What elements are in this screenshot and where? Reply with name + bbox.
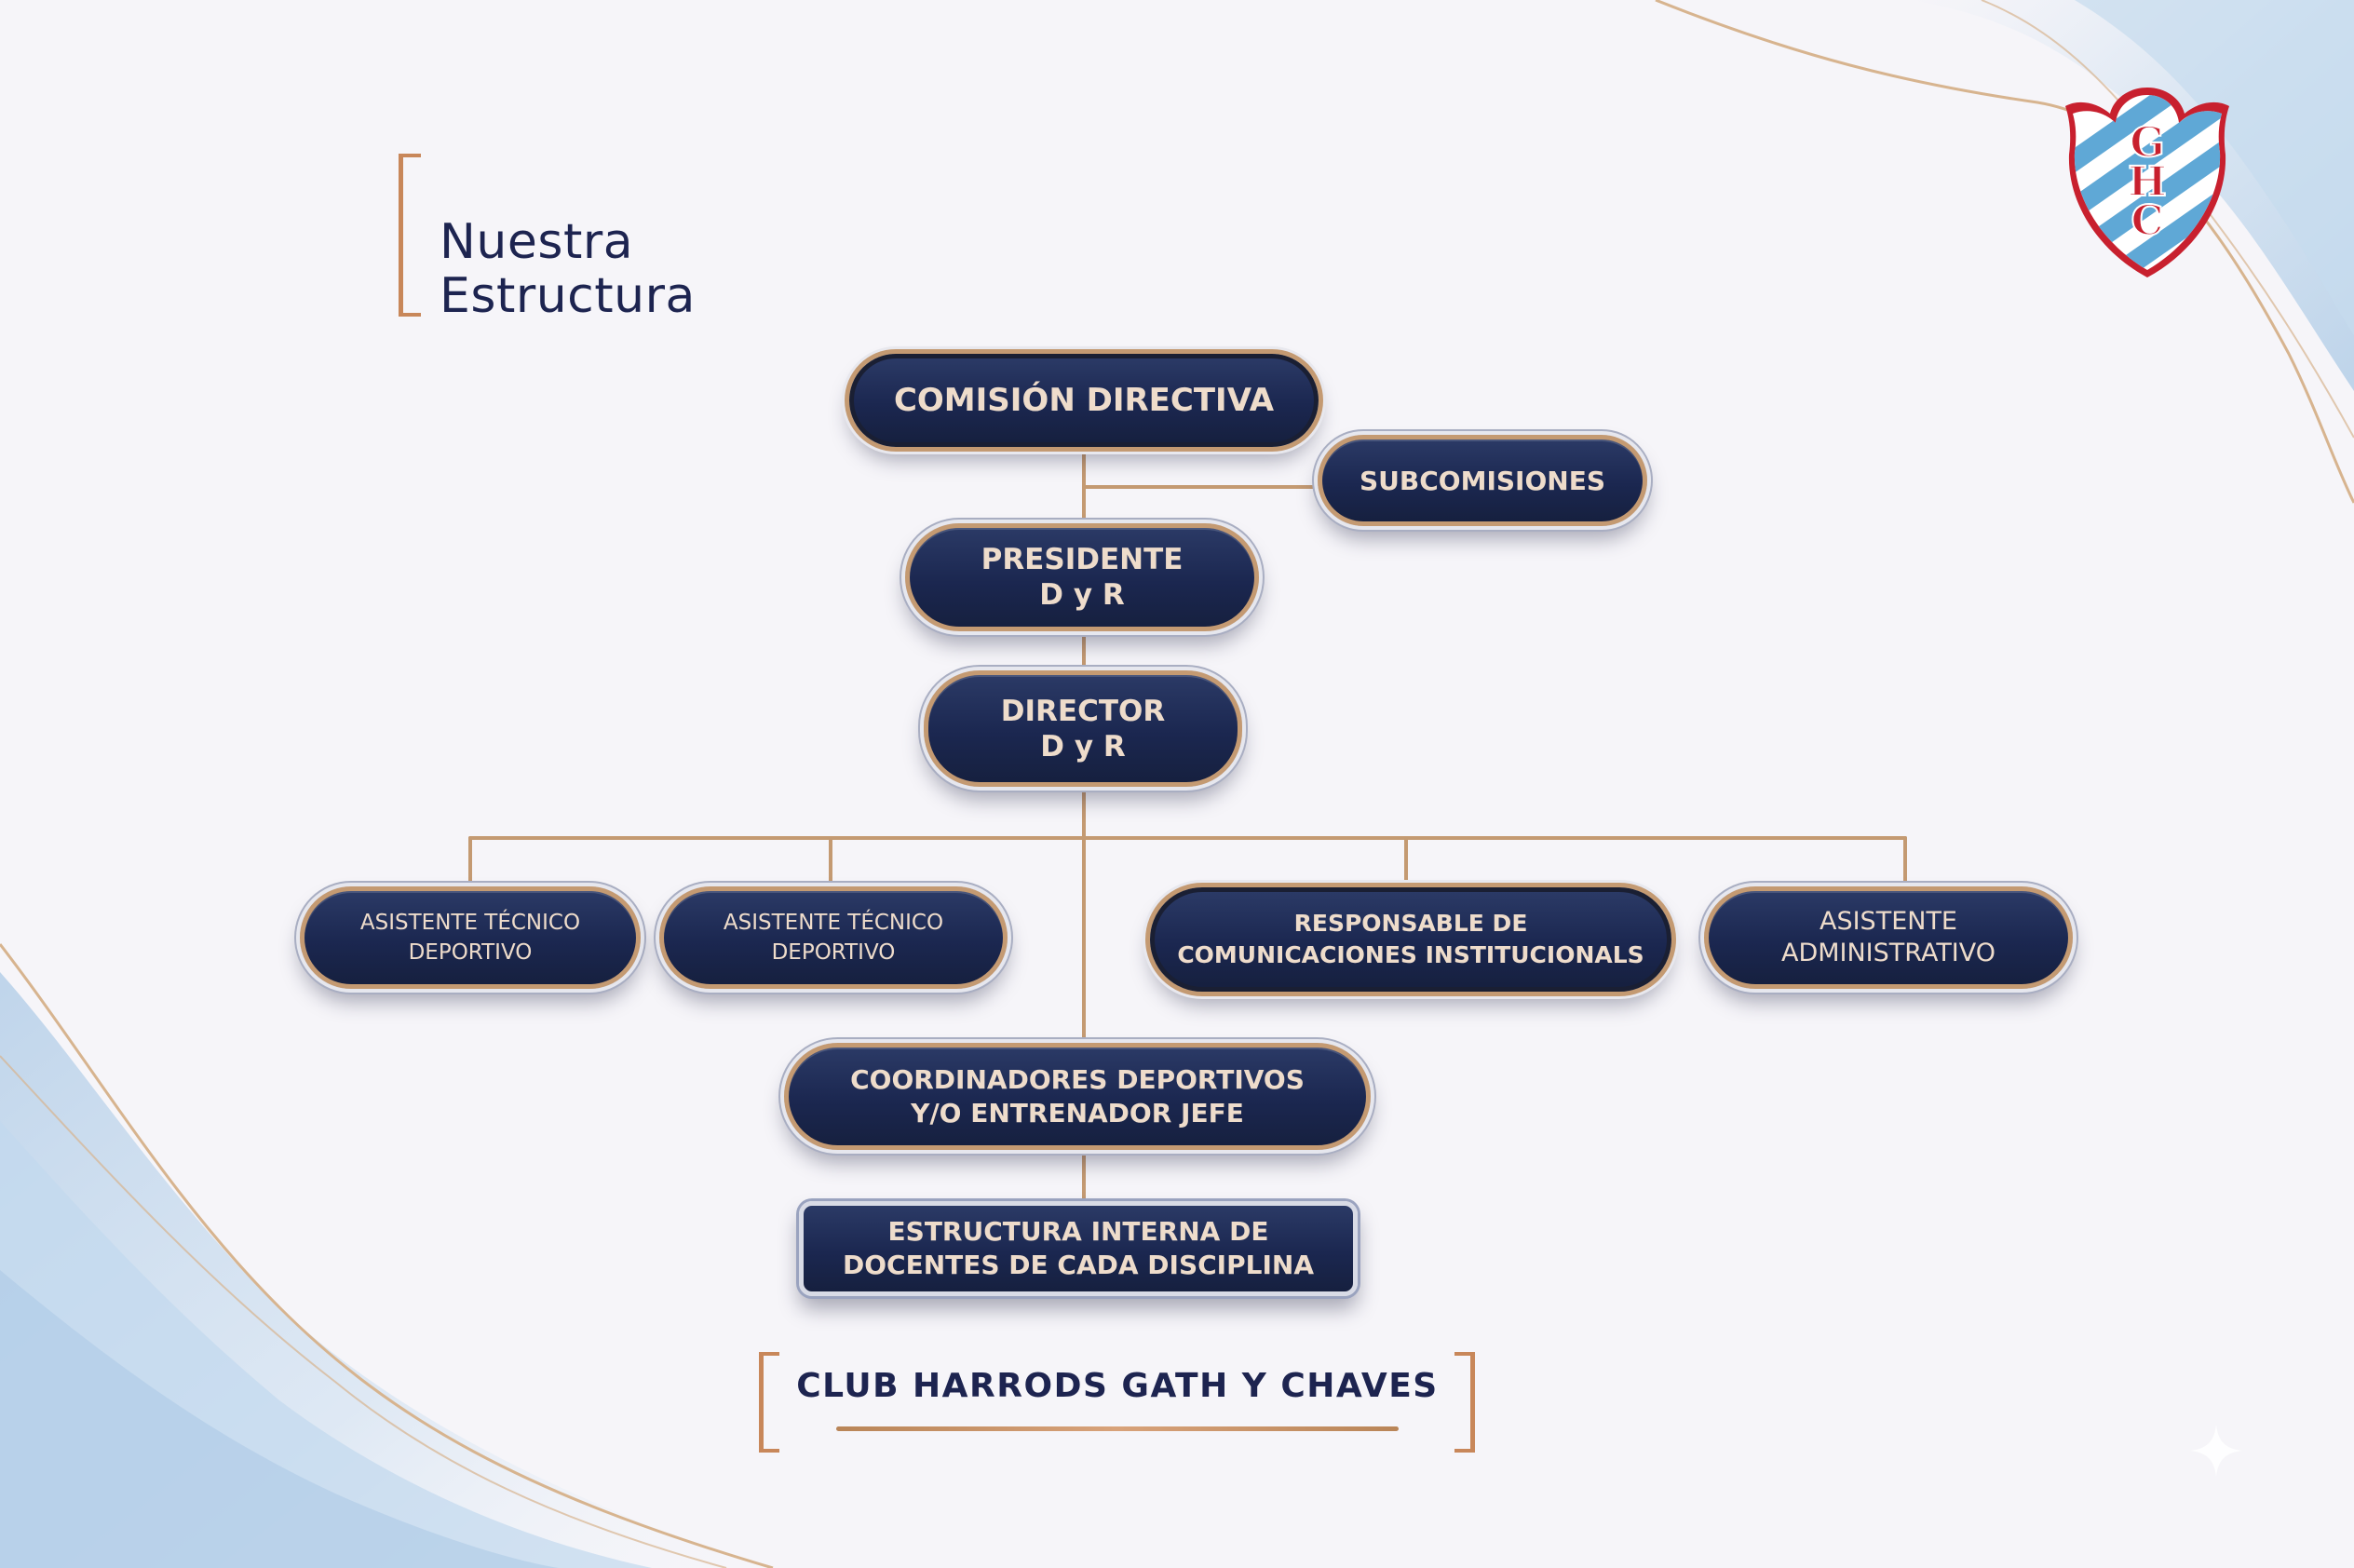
- svg-text:C: C: [2131, 197, 2163, 245]
- page-title-line-2: Estructura: [440, 267, 696, 324]
- page-title-line-1: Nuestra: [440, 213, 634, 270]
- svg-text:G: G: [2130, 119, 2165, 167]
- node-estructura-interna: ESTRUCTURA INTERNA DE DOCENTES DE CADA D…: [799, 1201, 1358, 1296]
- node-coordinadores-line-1: COORDINADORES DEPORTIVOS: [850, 1063, 1305, 1095]
- node-asistente-tecnico-2: ASISTENTE TÉCNICO DEPORTIVO: [659, 886, 1008, 989]
- node-coordinadores-line-2: Y/O ENTRENADOR JEFE: [911, 1097, 1244, 1129]
- node-asistente-tecnico-2-line-2: DEPORTIVO: [771, 940, 896, 965]
- node-asistente-tecnico-1: ASISTENTE TÉCNICO DEPORTIVO: [300, 886, 641, 989]
- node-responsable-line-1: RESPONSABLE DE: [1293, 910, 1528, 937]
- node-subcomisiones-label: SUBCOMISIONES: [1360, 465, 1605, 496]
- node-coordinadores-deportivos: COORDINADORES DEPORTIVOS Y/O ENTRENADOR …: [784, 1043, 1371, 1150]
- footer-bracket-right: [1454, 1352, 1475, 1453]
- node-subcomisiones: SUBCOMISIONES: [1318, 435, 1647, 526]
- node-asistente-administrativo: ASISTENTE ADMINISTRATIVO: [1704, 886, 2073, 989]
- node-director: DIRECTOR D y R: [924, 670, 1242, 787]
- node-asistente-tecnico-1-line-2: DEPORTIVO: [408, 940, 533, 965]
- node-director-subtitle: D y R: [1040, 729, 1126, 764]
- node-estructura-line-1: ESTRUCTURA INTERNA DE: [887, 1216, 1269, 1247]
- sparkle-icon: [2190, 1425, 2242, 1477]
- footer-bracket-left: [759, 1352, 779, 1453]
- page-title: Nuestra Estructura: [440, 215, 831, 323]
- node-comision-directiva: COMISIÓN DIRECTIVA: [849, 354, 1319, 447]
- node-director-title: DIRECTOR: [1000, 694, 1166, 728]
- svg-text:H: H: [2128, 158, 2167, 206]
- node-estructura-line-2: DOCENTES DE CADA DISCIPLINA: [843, 1250, 1314, 1280]
- node-asistente-admin-line-1: ASISTENTE: [1819, 907, 1957, 936]
- node-asistente-tecnico-1-line-1: ASISTENTE TÉCNICO: [359, 911, 581, 935]
- node-presidente: PRESIDENTE D y R: [905, 523, 1259, 631]
- node-asistente-tecnico-2-line-1: ASISTENTE TÉCNICO: [723, 911, 944, 935]
- footer-club-name: CLUB HARRODS GATH Y CHAVES: [796, 1367, 1439, 1405]
- node-asistente-admin-line-2: ADMINISTRATIVO: [1780, 939, 1996, 967]
- club-crest-logo: G H C: [2065, 88, 2229, 277]
- node-presidente-subtitle: D y R: [1039, 578, 1125, 612]
- node-responsable-comunicaciones: RESPONSABLE DE COMUNICACIONES INSTITUCIO…: [1150, 887, 1671, 992]
- node-comision-label: COMISIÓN DIRECTIVA: [893, 382, 1275, 419]
- footer-underline: [836, 1426, 1399, 1431]
- node-responsable-line-2: COMUNICACIONES INSTITUCIONALS: [1177, 941, 1644, 968]
- title-bracket: [399, 154, 421, 317]
- node-presidente-title: PRESIDENTE: [981, 543, 1184, 576]
